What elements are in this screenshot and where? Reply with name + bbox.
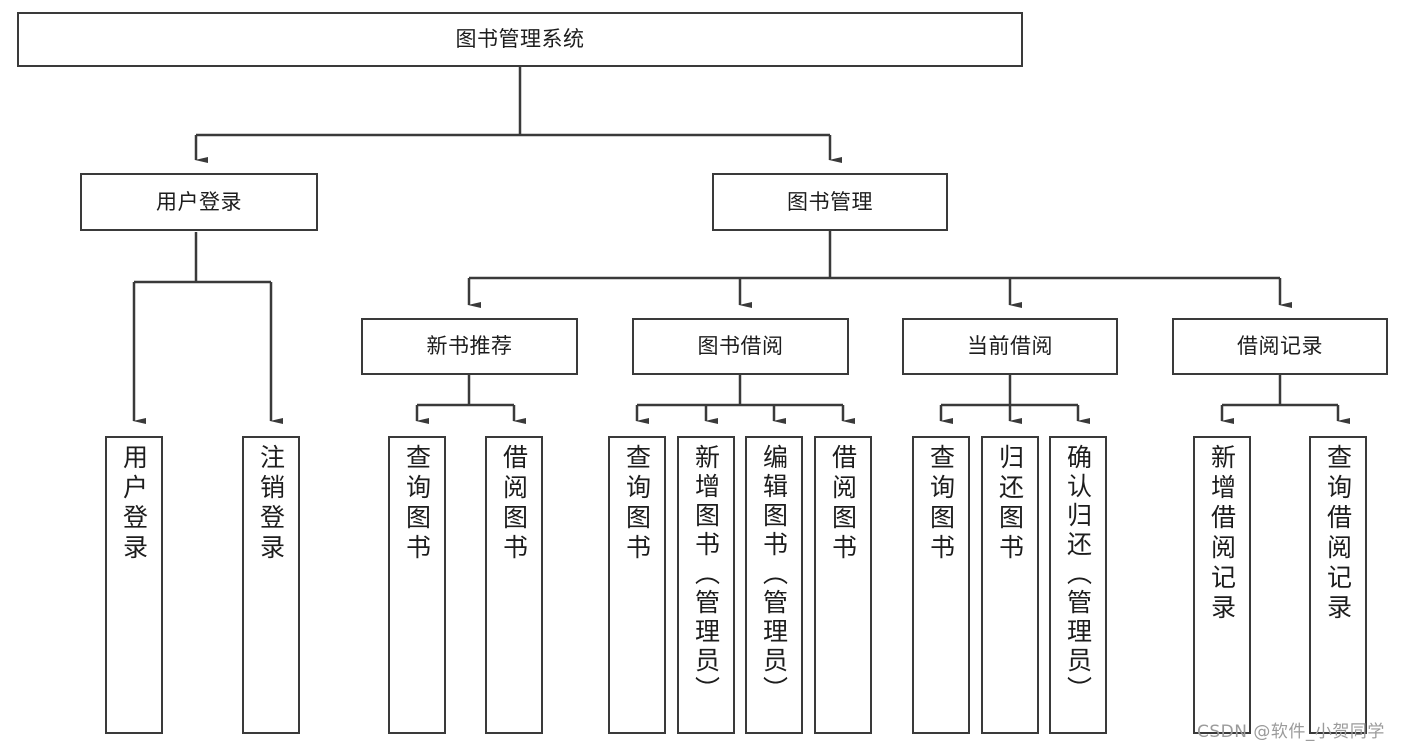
csdn-watermark: CSDN @软件_小贺同学	[1197, 722, 1385, 742]
node-label: 注销登录	[256, 444, 286, 564]
leaf-borrow-record-add[interactable]: 新增借阅记录	[1193, 436, 1251, 734]
node-label: 借阅记录	[1237, 334, 1323, 359]
node-label: 用户登录	[119, 444, 149, 564]
node-label: 新增借阅记录	[1207, 444, 1237, 624]
leaf-book-borrow-borrow[interactable]: 借阅图书	[814, 436, 872, 734]
node-label: 编辑图书（管理员）	[759, 444, 789, 705]
leaf-current-borrow-query[interactable]: 查询图书	[912, 436, 970, 734]
leaf-user-login-login[interactable]: 用户登录	[105, 436, 163, 734]
node-book-borrow[interactable]: 图书借阅	[632, 318, 849, 375]
node-new-book-recommend[interactable]: 新书推荐	[361, 318, 578, 375]
node-label: 借阅图书	[499, 444, 529, 564]
node-label: 查询图书	[402, 444, 432, 564]
node-label: 图书管理系统	[455, 27, 585, 52]
leaf-current-borrow-return[interactable]: 归还图书	[981, 436, 1039, 734]
node-label: 新增图书（管理员）	[691, 444, 721, 705]
leaf-book-borrow-add[interactable]: 新增图书（管理员）	[677, 436, 735, 734]
node-label: 借阅图书	[828, 444, 858, 564]
node-label: 图书借阅	[697, 334, 784, 359]
node-borrow-record[interactable]: 借阅记录	[1172, 318, 1388, 375]
node-label: 查询图书	[926, 444, 956, 564]
node-label: 图书管理	[787, 189, 873, 214]
node-label: 用户登录	[156, 189, 242, 214]
node-book-management[interactable]: 图书管理	[712, 173, 948, 231]
node-current-borrow[interactable]: 当前借阅	[902, 318, 1118, 375]
leaf-new-book-borrow[interactable]: 借阅图书	[485, 436, 543, 734]
node-user-login[interactable]: 用户登录	[80, 173, 318, 231]
leaf-book-borrow-query[interactable]: 查询图书	[608, 436, 666, 734]
leaf-user-login-logout[interactable]: 注销登录	[242, 436, 300, 734]
node-label: 新书推荐	[426, 334, 513, 359]
node-label: 归还图书	[995, 444, 1025, 564]
node-label: 查询借阅记录	[1323, 444, 1353, 624]
leaf-new-book-query[interactable]: 查询图书	[388, 436, 446, 734]
node-label: 查询图书	[622, 444, 652, 564]
leaf-book-borrow-edit[interactable]: 编辑图书（管理员）	[745, 436, 803, 734]
node-root-system[interactable]: 图书管理系统	[17, 12, 1023, 67]
leaf-borrow-record-query[interactable]: 查询借阅记录	[1309, 436, 1367, 734]
node-label: 确认归还（管理员）	[1063, 444, 1093, 705]
leaf-current-borrow-confirm-return[interactable]: 确认归还（管理员）	[1049, 436, 1107, 734]
node-label: 当前借阅	[967, 334, 1053, 359]
